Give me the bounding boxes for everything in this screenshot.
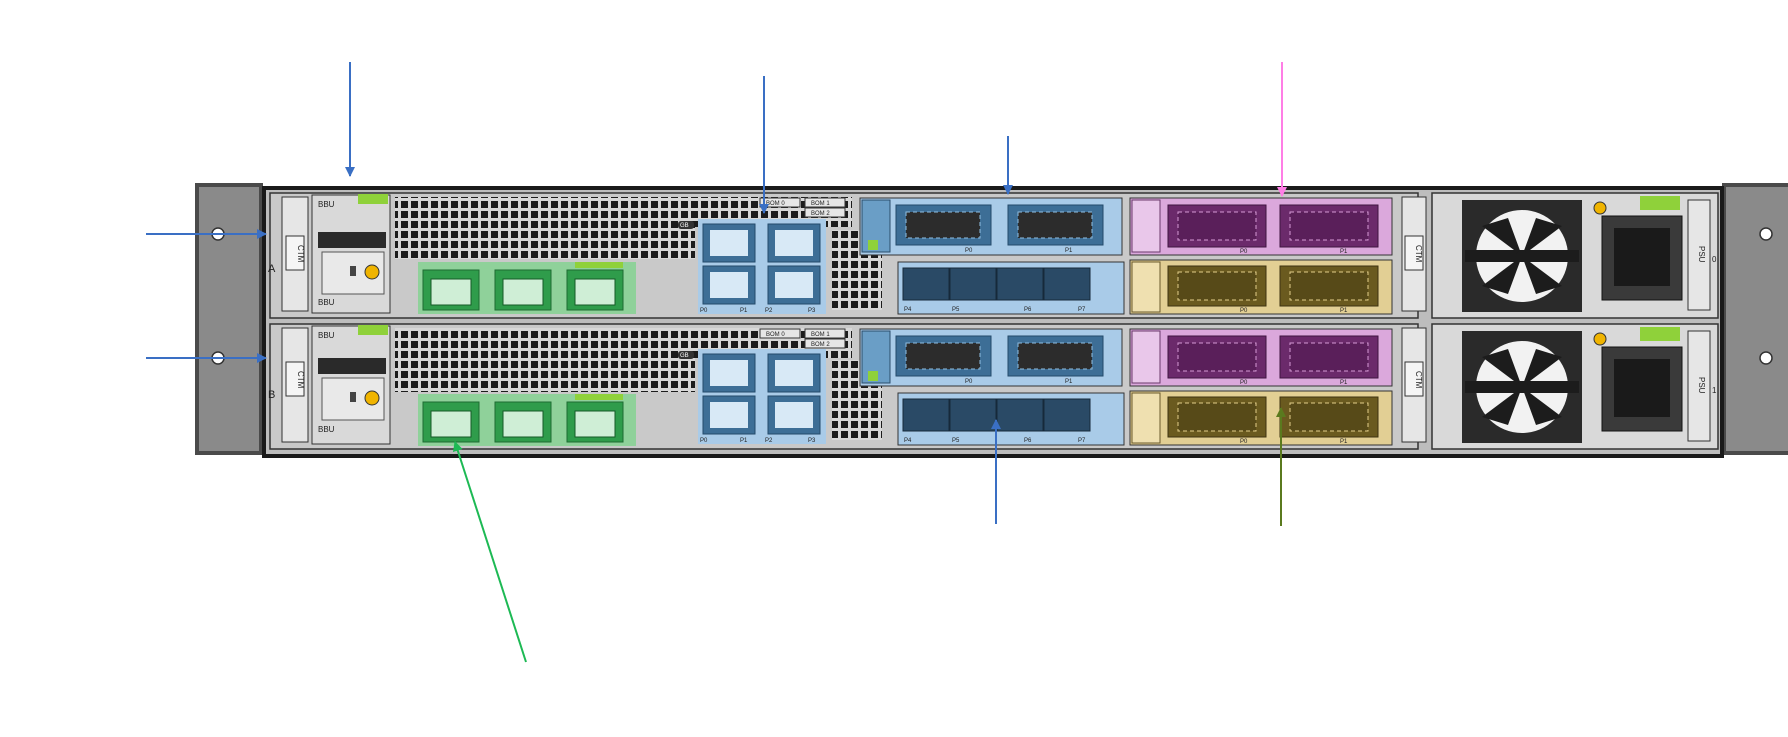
svg-text:P1: P1 [1340,380,1348,386]
svg-text:P4: P4 [904,307,912,313]
onboard-1ge-b: P0 P1 P2 P3 [698,349,826,444]
svg-text:P1: P1 [1340,249,1348,255]
ctm-a-label: CTM [296,245,305,263]
controller-a: CTM A BBU BBU [268,192,1427,319]
label-bbu: BBU [272,10,337,43]
bbu-a-label: BBU [318,200,335,209]
svg-text:CTM: CTM [1414,371,1423,389]
scale-out-io-slot-b: P0 P1 [1129,328,1393,387]
bbu-b-led-label: BBU [318,425,335,434]
svg-text:P3: P3 [808,308,816,314]
svg-text:P0: P0 [965,379,973,385]
svg-text:P1: P1 [1340,308,1348,314]
mgt-ports-a [418,262,636,314]
ctm-b-label: CTM [296,371,305,389]
svg-text:P2: P2 [765,438,773,444]
back-end-io-slot-b: P0 P1 [1129,390,1393,446]
svg-text:P0: P0 [1240,380,1248,386]
svg-text:BOM 2: BOM 2 [811,342,830,348]
svg-text:P5: P5 [952,307,960,313]
label-front-scale-slot: Front-end / Scale Out I/O Slot [920,10,1337,43]
svg-text:BOM 1: BOM 1 [811,332,830,338]
svg-text:P0: P0 [1240,439,1248,445]
svg-text:P6: P6 [1024,307,1032,313]
svg-text:P1: P1 [1065,379,1073,385]
svg-text:GB: GB [680,223,689,229]
svg-text:P0: P0 [1240,249,1248,255]
svg-text:P6: P6 [1024,438,1032,444]
svg-text:BOM 0: BOM 0 [766,332,785,338]
svg-text:P7: P7 [1078,438,1086,444]
label-ctm-a: CTM A [18,188,112,221]
mgt-ports-b [418,394,636,446]
label-front-slot: Front-end I/O Slot [758,82,1012,115]
svg-text:BOM 1: BOM 1 [811,201,830,207]
svg-text:P3: P3 [808,438,816,444]
svg-text:P0: P0 [700,438,708,444]
svg-text:GB: GB [680,353,689,359]
svg-text:P1: P1 [1340,439,1348,445]
psu-0: PSU 0 [1431,192,1719,319]
label-back-slot: Back-end I/O Slot [1008,473,1257,506]
svg-text:0: 0 [1712,255,1717,264]
svg-text:CTM: CTM [1414,245,1423,263]
label-onboard-1ge: Onboard 1GE [580,10,774,43]
svg-text:BOM 2: BOM 2 [811,211,830,217]
label-onboard-10ge: Onboard 10GE [770,473,981,506]
psu-1: PSU 1 [1431,323,1719,450]
row-b-label: B [268,389,275,401]
onboard-10ge-b: P4 P5 P6 P7 [897,392,1125,446]
svg-text:PSU: PSU [1697,246,1706,263]
back-end-io-slot-a: P0 P1 [1129,259,1393,315]
svg-text:P0: P0 [965,248,973,254]
svg-text:P5: P5 [952,438,960,444]
row-a-label: A [268,263,276,275]
svg-text:P2: P2 [765,308,773,314]
svg-text:P1: P1 [740,308,748,314]
bbu-b-label: BBU [318,331,335,340]
svg-text:P0: P0 [700,308,708,314]
svg-text:P7: P7 [1078,307,1086,313]
svg-text:PSU: PSU [1697,377,1706,394]
svg-text:P1: P1 [740,438,748,444]
svg-text:BOM 0: BOM 0 [766,201,785,207]
onboard-10ge-a: P4 P5 P6 P7 [897,261,1125,315]
rack-ear-right [1722,183,1788,455]
front-end-io-slot-a: P0 P1 [859,197,1123,256]
svg-text:1: 1 [1712,386,1717,395]
scale-out-io-slot-a: P0 P1 [1129,197,1393,256]
onboard-1ge-a: P0 P1 P2 P3 [698,219,826,314]
label-ctm-b: CTM B [18,296,113,329]
label-mgt-port: MGT Port [398,592,533,625]
svg-text:P1: P1 [1065,248,1073,254]
bbu-a-led-label: BBU [318,298,335,307]
front-end-io-slot-b: P0 P1 [859,328,1123,387]
svg-text:P0: P0 [1240,308,1248,314]
rack-ear-left [195,183,263,455]
controller-b: CTM B BBU BBU [268,323,1427,450]
svg-text:P4: P4 [904,438,912,444]
arrow-mgt-port [453,441,527,663]
